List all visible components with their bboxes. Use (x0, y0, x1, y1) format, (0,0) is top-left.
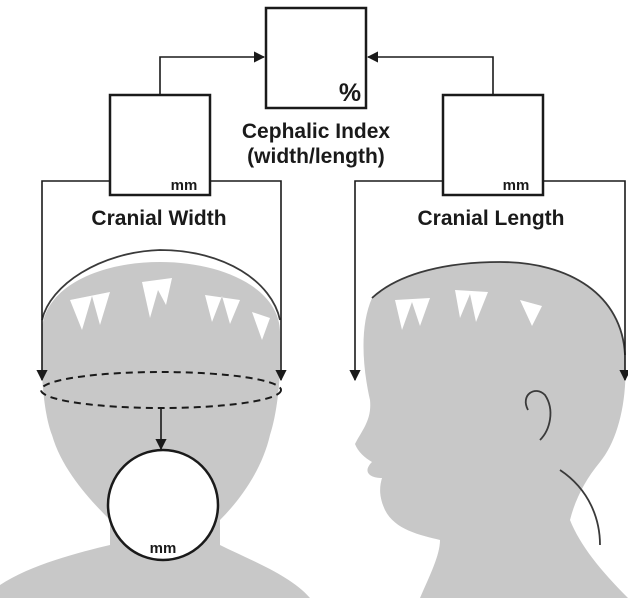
cephalic-index-subtitle: (width/length) (247, 145, 385, 168)
cranial-length-label: Cranial Length (417, 207, 564, 230)
cephalic-index-unit: % (339, 79, 361, 107)
width-to-index-arrow (160, 57, 264, 95)
cranial-width-label: Cranial Width (91, 207, 226, 230)
circumference-unit: mm (150, 540, 177, 557)
side-head-shape (355, 262, 628, 598)
cranial-length-unit: mm (503, 177, 530, 194)
cranial-width-unit: mm (171, 177, 198, 194)
side-head-illustration (355, 262, 628, 598)
cephalic-index-title: Cephalic Index (242, 120, 391, 143)
cephalic-index-box: % (266, 8, 366, 108)
circumference-circle: mm (108, 450, 218, 560)
length-to-index-arrow (368, 57, 493, 95)
cranial-length-box: mm (443, 95, 543, 195)
cranial-width-box: mm (110, 95, 210, 195)
